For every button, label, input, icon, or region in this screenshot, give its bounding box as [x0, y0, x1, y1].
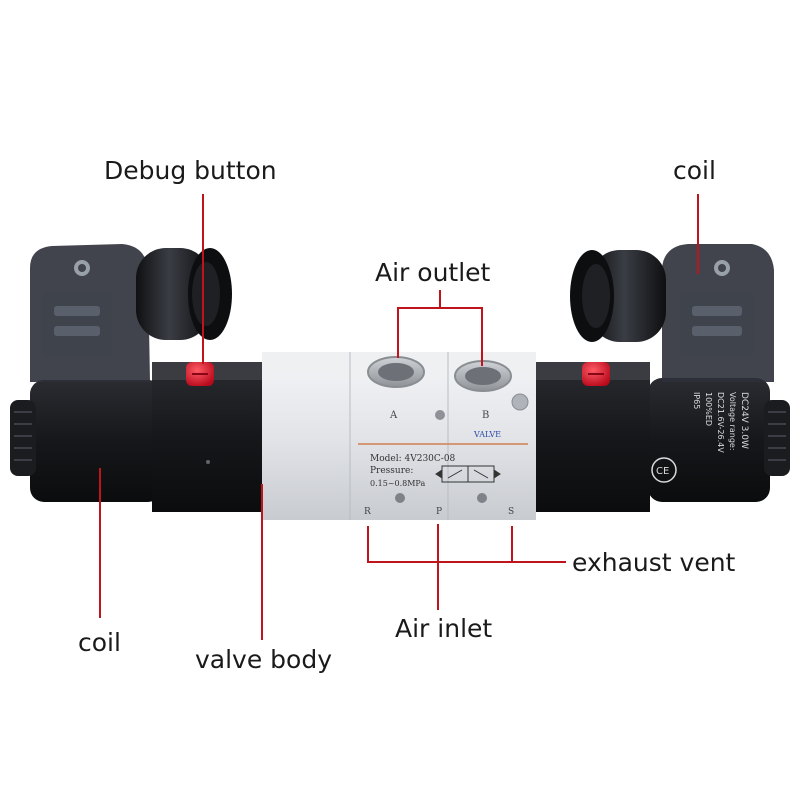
- leader-lines: [99, 194, 699, 640]
- label-air-inlet: Air inlet: [395, 614, 493, 643]
- label-exhaust-vent: exhaust vent: [572, 548, 736, 577]
- debug-button-left: [186, 362, 214, 386]
- ce-mark-text: CE: [656, 466, 669, 477]
- port-s-label: S: [508, 507, 514, 517]
- pressure-range: 0.15~0.8MPa: [370, 479, 425, 488]
- coil-voltage-range: DC21.6V-26.4V: [716, 392, 725, 453]
- leader-exhaust-bracket: [367, 526, 513, 563]
- label-valve-body: valve body: [195, 645, 333, 674]
- model-label: Model: 4V230C-08: [370, 454, 456, 464]
- pressure-label: Pressure:: [370, 466, 413, 476]
- port-b-label: B: [482, 410, 489, 421]
- right-coil: DC24V 3.0W Voltage range: DC21.6V-26.4V …: [570, 244, 790, 502]
- valve-symbol-icon: [435, 465, 501, 483]
- coil-duty: 100%ED: [704, 392, 713, 426]
- coil-ip-rating: IP65: [692, 392, 701, 409]
- valve-body-assembly: A B VALVE Model: 4V230C-08 Pressure: 0.1…: [152, 352, 650, 520]
- debug-button-right: [582, 362, 610, 386]
- brand-label: VALVE: [473, 430, 501, 439]
- left-coil: [10, 244, 232, 502]
- coil-voltage-range-label: Voltage range:: [728, 392, 737, 451]
- label-debug-button: Debug button: [104, 156, 277, 185]
- ce-mark-icon: [651, 457, 677, 483]
- label-air-outlet: Air outlet: [375, 258, 491, 287]
- port-r-label: R: [364, 507, 371, 517]
- label-coil-top-right: coil: [673, 156, 716, 185]
- label-coil-bottom-left: coil: [78, 628, 121, 657]
- port-p-label: P: [436, 507, 442, 517]
- coil-voltage: DC24V 3.0W: [739, 392, 749, 449]
- port-a-label: A: [389, 410, 398, 421]
